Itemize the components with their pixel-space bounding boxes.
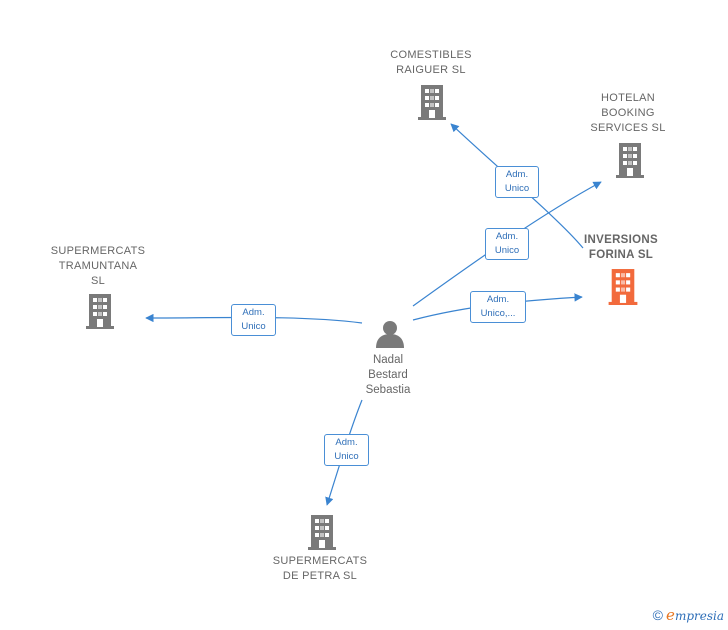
company-label-inversions[interactable]: INVERSIONS FORINA SL [584, 234, 658, 261]
building-icon[interactable] [418, 85, 446, 120]
edge-label-petra: Adm. Unico [324, 434, 369, 466]
edge-label-comestibles: Adm. Unico [495, 166, 539, 198]
building-icon[interactable] [616, 143, 644, 178]
brand-logo-initial: e [666, 606, 675, 624]
edge-label-tramuntana: Adm. Unico [231, 304, 276, 336]
company-label-hotelan[interactable]: HOTELAN BOOKING SERVICES SL [590, 92, 666, 134]
company-label-petra[interactable]: SUPERMERCATS DE PETRA SL [272, 555, 368, 582]
person-icon[interactable] [376, 321, 404, 348]
edge-label-hotelan: Adm. Unico [485, 228, 529, 260]
copyright-icon: © [652, 607, 663, 623]
edge-label-inversions: Adm. Unico,... [470, 291, 526, 323]
building-icon[interactable] [608, 269, 638, 305]
brand-footer: © empresia [653, 606, 724, 624]
building-icon[interactable] [308, 515, 336, 550]
brand-logo-text: mpresia [674, 609, 724, 623]
building-icon[interactable] [86, 294, 114, 329]
company-label-tramuntana[interactable]: SUPERMERCATS TRAMUNTANA SL [50, 245, 146, 287]
person-name[interactable]: Nadal Bestard Sebastia [365, 354, 411, 396]
company-label-comestibles[interactable]: COMESTIBLES RAIGUER SL [390, 49, 472, 76]
